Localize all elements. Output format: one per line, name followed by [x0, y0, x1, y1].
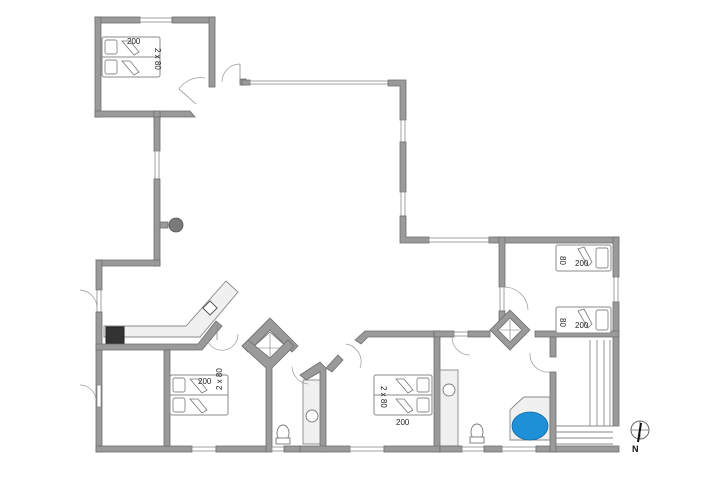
bed-width-label: 2 x 80 — [215, 368, 224, 390]
sink-icon — [305, 409, 319, 423]
bedroom-south-center: 200 2 x 80 — [349, 330, 441, 453]
bed-east-bottom: 200 80 — [555, 306, 612, 334]
fireplace-icon — [168, 217, 184, 233]
stove-icon — [105, 326, 125, 345]
bed-southwest: 200 2 x 80 — [169, 368, 229, 416]
bed-south-center: 200 2 x 80 — [373, 374, 433, 427]
bed-width-label: 80 — [558, 256, 567, 265]
compass-icon: N — [630, 420, 650, 454]
sink-icon — [442, 383, 456, 397]
bed-north: 200 2 x 80 — [101, 36, 162, 78]
bed-width-label: 80 — [558, 318, 567, 327]
bed-length-label: 200 — [575, 259, 589, 268]
bed-length-label: 200 — [198, 377, 212, 386]
bathroom-southeast — [433, 309, 620, 453]
bathtub-icon — [511, 411, 549, 441]
kitchen — [95, 280, 239, 351]
bed-length-label: 200 — [127, 37, 141, 46]
bathroom-center-left — [241, 317, 362, 453]
living-area-walls — [79, 79, 620, 453]
southwest-rooms: 200 2 x 80 — [79, 349, 269, 453]
bed-width-label: 2 x 80 — [153, 48, 162, 70]
kitchen-sink-icon — [202, 300, 218, 316]
bedroom-east: 200 80 200 80 — [498, 236, 620, 427]
bed-east-top: 200 80 — [555, 244, 612, 272]
compass-north-label: N — [632, 444, 639, 454]
sauna-benches — [556, 340, 613, 445]
bed-width-label: 2 x 80 — [379, 386, 388, 408]
bed-length-label: 200 — [575, 321, 589, 330]
bed-length-label: 200 — [396, 418, 410, 427]
north-bedroom: 200 2 x 80 — [94, 16, 247, 122]
